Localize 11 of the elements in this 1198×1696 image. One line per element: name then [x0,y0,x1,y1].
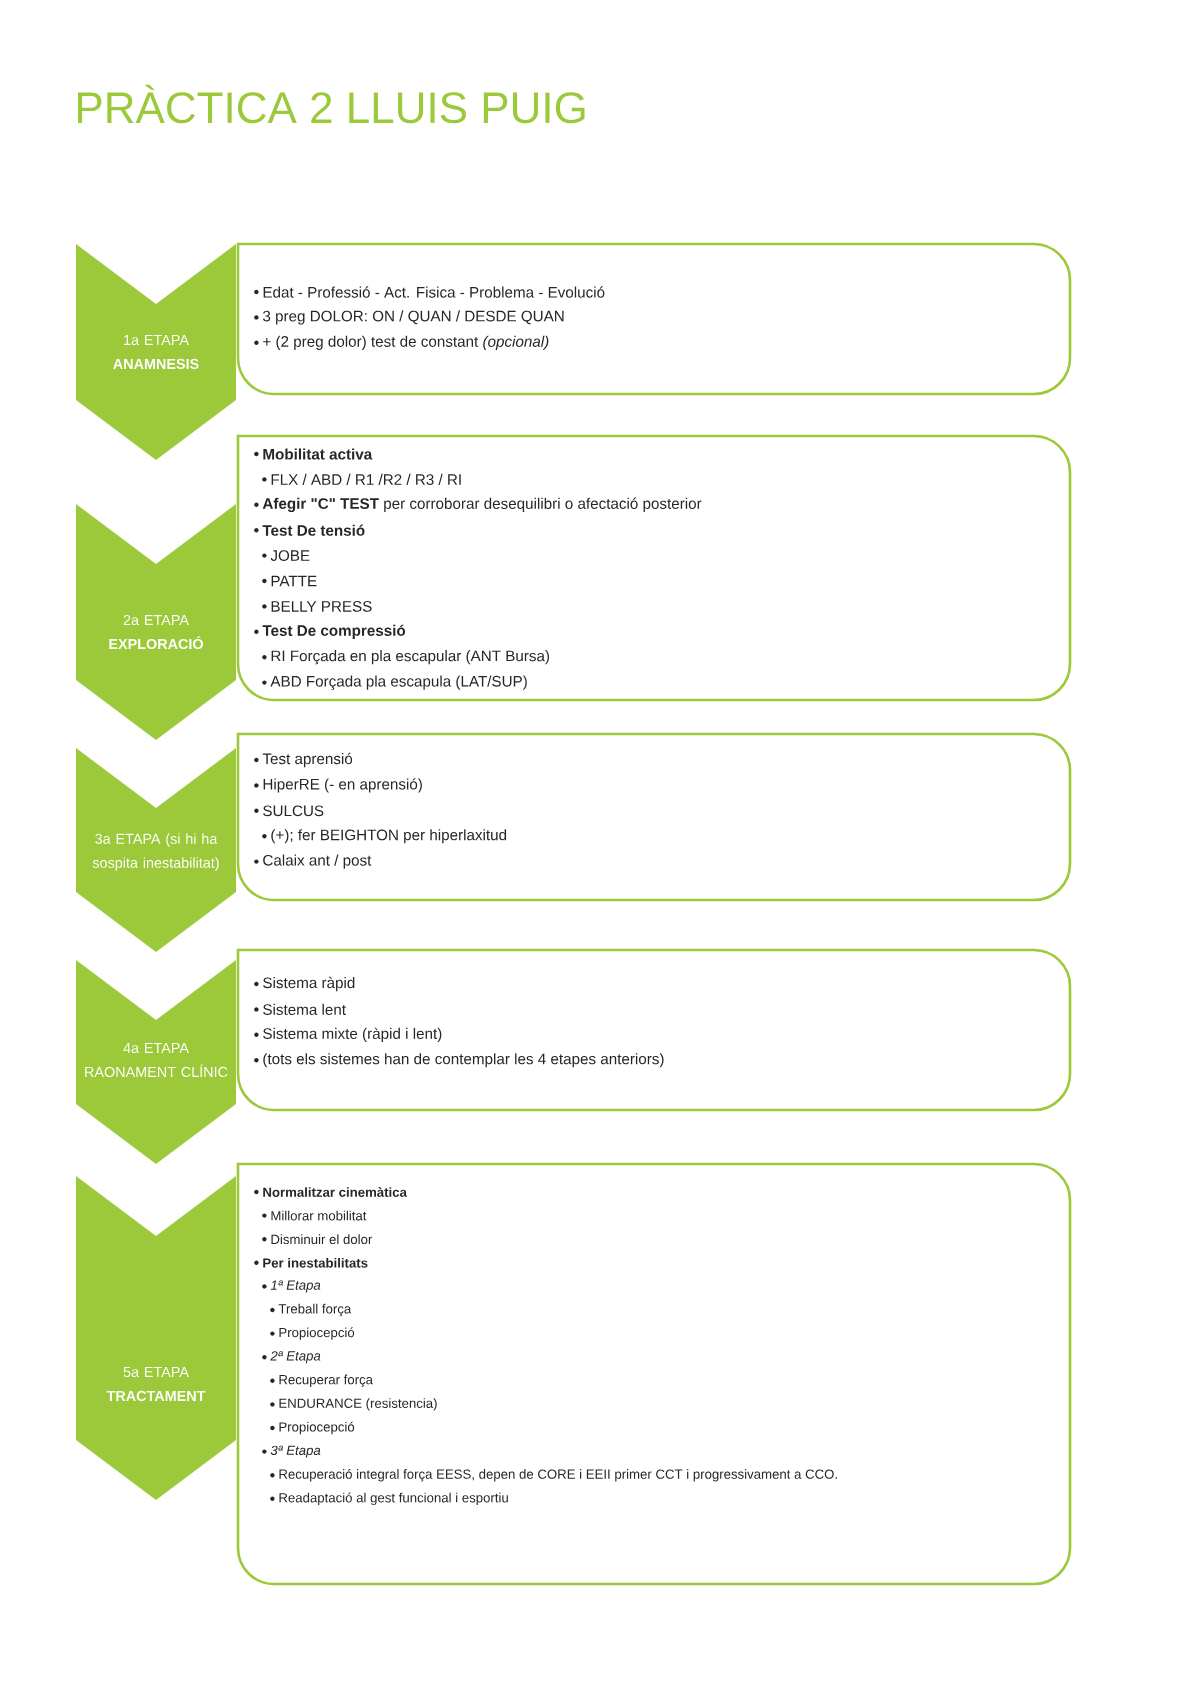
stage-banner [76,748,236,952]
step-box [236,1162,1072,1586]
step-box [236,948,1072,1112]
step-box [236,242,1072,396]
page-title: PRÀCTICA 2 LLUIS PUIG [78,84,585,124]
stage-banner [76,1176,236,1500]
step-box [236,732,1072,902]
stage-banner [76,244,236,460]
stage-banner [76,960,236,1164]
stage-banner [76,504,236,740]
step-box [236,434,1072,702]
